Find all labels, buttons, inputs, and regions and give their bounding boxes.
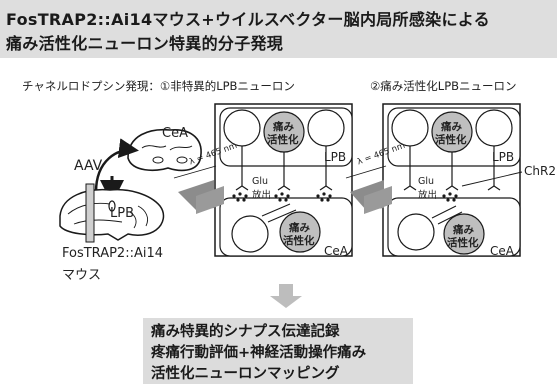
glu-release-dots-1 (232, 192, 332, 202)
cea-pain-1-line1: 痛み (289, 222, 310, 234)
title-line-1: FosTRAP2::Ai14マウス+ウイルスベクター脳内局所感染による (6, 10, 490, 29)
cea-cell-2a (397, 213, 435, 251)
aav-label: AAV (74, 158, 103, 174)
panel-nonspecific (173, 103, 353, 257)
glu-release-label-2: 放出 (418, 190, 438, 201)
species-label: マウス (62, 268, 102, 283)
result-line-3: 活性化ニューロンマッピング (151, 366, 340, 382)
strain-label: FosTRAP2::Ai14 (62, 246, 163, 261)
mouse-brain-figure (59, 128, 202, 243)
lpb-cell-1a (223, 109, 261, 147)
pain-cell-1-line2: 活性化 (267, 134, 299, 146)
caption-pain-activated: ②痛み活性化LPBニューロン (370, 79, 517, 93)
cea-label-2: CeA (490, 244, 514, 258)
cea-label-1: CeA (324, 244, 348, 258)
panel-pain-activated (345, 103, 523, 257)
caption-nonspecific: チャネルロドプシン発現：①非特異的LPBニューロン (22, 79, 295, 93)
lpb-label-2: LPB (492, 150, 515, 164)
mouse-cea-label: CeA (162, 126, 188, 141)
result-line-2: 疼痛行動評価+神経活動操作痛み (151, 345, 367, 361)
title-line-2: 痛み活性化ニューロン特異的分子発現 (6, 34, 284, 53)
lpb-label-1: LPB (324, 150, 347, 164)
chr2-label: ChR2 (524, 164, 556, 178)
glu-label-1: Glu (252, 176, 269, 187)
pain-cell-2-line2: 活性化 (435, 134, 467, 146)
cea-pain-1-line2: 活性化 (283, 235, 315, 247)
title-bar: FosTRAP2::Ai14マウス+ウイルスベクター脳内局所感染による 痛み活性… (0, 0, 557, 58)
glu-release-label-1: 放出 (252, 190, 272, 201)
lpb-cell-2a (391, 109, 429, 147)
glu-label-2: Glu (418, 176, 435, 187)
mouse-lpb-label: LPB (110, 206, 135, 221)
cea-pain-cell-1 (279, 211, 321, 253)
cea-pain-2-line2: 活性化 (447, 237, 479, 249)
cea-pain-cell-2 (443, 213, 485, 255)
lpb-cell-2c (475, 109, 513, 147)
glu-release-dots-2 (442, 192, 458, 202)
pain-cell-2-line1: 痛み (441, 121, 462, 133)
pain-cell-1-line1: 痛み (273, 121, 294, 133)
lpb-cell-1c (307, 109, 345, 147)
cea-cell-1a (231, 215, 269, 253)
aav-curved-arrow (94, 138, 139, 193)
result-box: 痛み特異的シナプス伝達記録 疼痛行動評価+神経活動操作痛み 活性化ニューロンマッ… (143, 318, 413, 384)
chr2-pointer (461, 171, 523, 187)
down-arrow (270, 284, 302, 308)
result-line-1: 痛み特異的シナプス伝達記録 (151, 324, 340, 340)
cea-pain-2-line1: 痛み (453, 224, 474, 236)
